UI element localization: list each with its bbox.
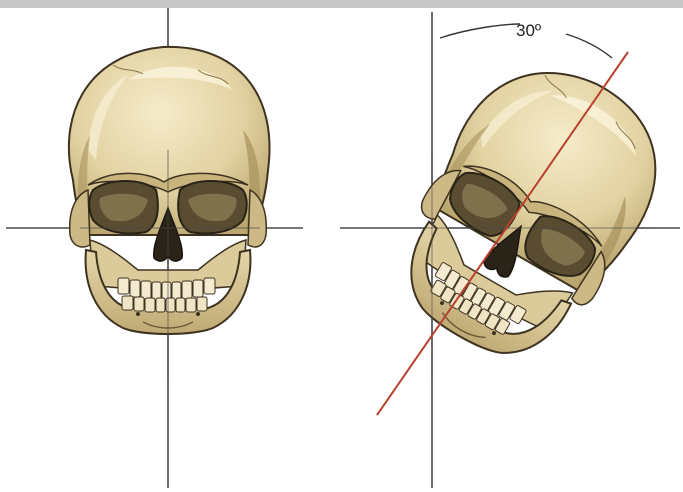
front-view (6, 8, 303, 488)
tilted-skull (372, 37, 683, 386)
front-view-skull (69, 47, 270, 334)
tilted-view: 30º (340, 12, 683, 488)
angle-arc-left (440, 24, 520, 38)
angle-arc-right (566, 34, 612, 58)
angle-label: 30º (516, 21, 541, 40)
